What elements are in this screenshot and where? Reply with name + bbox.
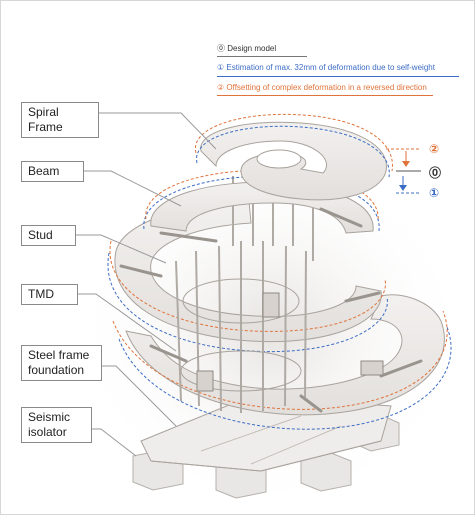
label-steel-frame-foundation: Steel frame foundation: [21, 345, 102, 381]
marker-design: ⓪: [429, 166, 442, 180]
label-stud: Stud: [21, 225, 76, 246]
legend-design-model: ⓪ Design model: [217, 44, 277, 53]
central-core-base-ring: [180, 350, 302, 392]
spiral-tier-top: [195, 113, 393, 201]
label-tmd: TMD: [21, 284, 78, 305]
leader-lines: [75, 112, 217, 457]
legend-offsetting-rule: [217, 95, 433, 96]
marker-self-weight: ①: [429, 186, 440, 200]
beam-members: [119, 207, 423, 413]
deformation-markers: [386, 148, 421, 194]
label-spiral-frame: Spiral Frame: [21, 102, 99, 138]
legend-self-weight: ① Estimation of max. 32mm of deformation…: [217, 63, 435, 72]
steel-frame-foundation-shape: [140, 395, 392, 472]
legend-self-weight-rule: [217, 76, 459, 77]
marker-offsetting: ②: [429, 142, 440, 156]
legend-offsetting: ② Offsetting of complex deformation in a…: [217, 83, 427, 92]
tmd-devices: [196, 292, 384, 392]
label-seismic-isolator: Seismic isolator: [21, 407, 92, 443]
central-core-ring: [182, 278, 300, 324]
label-beam: Beam: [21, 161, 84, 182]
legend-design-rule: [217, 56, 307, 57]
